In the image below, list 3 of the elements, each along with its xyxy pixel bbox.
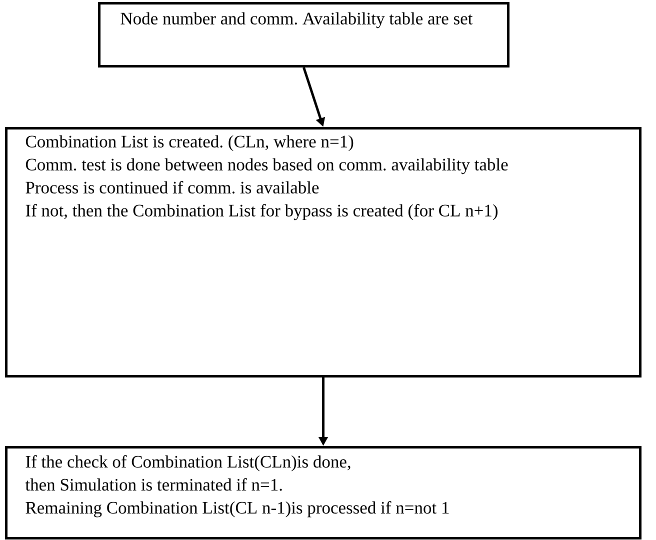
process-box: If the check of Combination List(CLn)is done, then Simulation is terminated if n=1. Remaining Combination List(CL n-1)is processed if n=not 1 — [5, 446, 642, 540]
process-box: Node number and comm. Availability table are set — [98, 2, 510, 68]
process-box: Combination List is created. (CLn, where n=1) Comm. test is done between nodes based on comm. availability table Process is continued if comm. is available If not, then the Combination List for bypass is created (for CL n+1) — [5, 126, 642, 378]
